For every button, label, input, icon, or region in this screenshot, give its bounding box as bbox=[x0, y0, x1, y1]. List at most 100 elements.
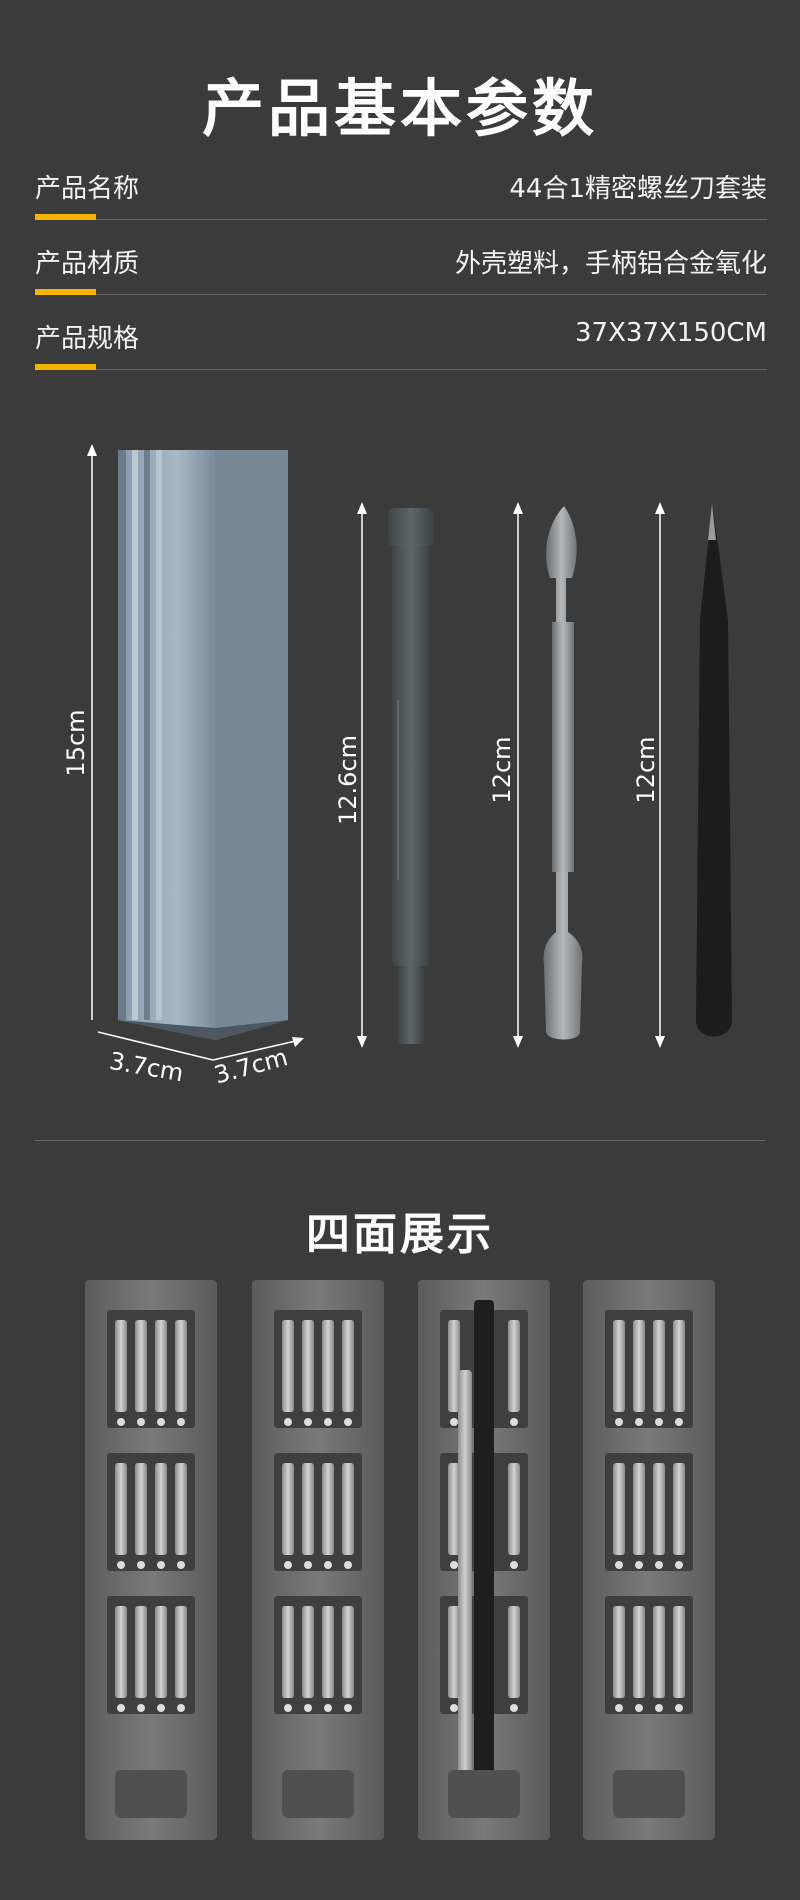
bit-symbol bbox=[450, 1418, 458, 1426]
bit-symbol bbox=[635, 1561, 643, 1569]
spec-row-size: 产品规格 37X37X150CM bbox=[35, 318, 767, 394]
screwdriver-bit bbox=[342, 1606, 354, 1698]
tweezers-slot bbox=[474, 1300, 494, 1800]
bit-symbol bbox=[635, 1704, 643, 1712]
screwdriver-length-label: 12.6cm bbox=[334, 735, 362, 825]
bit-symbol bbox=[344, 1418, 352, 1426]
bit-tray bbox=[605, 1310, 693, 1428]
spudger-slot bbox=[458, 1370, 472, 1790]
screwdriver-bit bbox=[302, 1606, 314, 1698]
bit-tray bbox=[605, 1596, 693, 1714]
section-title: 四面展示 bbox=[306, 1209, 494, 1260]
screwdriver-bit bbox=[448, 1606, 460, 1698]
bit-symbol bbox=[304, 1418, 312, 1426]
bit-symbol bbox=[304, 1561, 312, 1569]
spudger-illustration bbox=[543, 506, 583, 1040]
spudger-length-label: 12cm bbox=[488, 736, 516, 803]
product-dimension-illustration: 15cm 3.7cm 3.7cm 12.6cm 12cm 12 bbox=[62, 444, 732, 1089]
bit-symbol bbox=[137, 1418, 145, 1426]
page-title: 产品基本参数 bbox=[201, 72, 598, 145]
spec-label: 产品规格 bbox=[35, 324, 140, 354]
case-face-1 bbox=[85, 1280, 217, 1840]
bit-symbol bbox=[157, 1418, 165, 1426]
sides-container bbox=[85, 1280, 715, 1840]
screwdriver-bit bbox=[508, 1606, 520, 1698]
bit-symbol bbox=[117, 1418, 125, 1426]
case-face-4 bbox=[583, 1280, 715, 1840]
screwdriver-bit bbox=[282, 1463, 294, 1555]
screwdriver-bit bbox=[282, 1320, 294, 1412]
screwdriver-bit bbox=[155, 1463, 167, 1555]
case-width-label-b: 3.7cm bbox=[211, 1043, 290, 1089]
bit-symbol bbox=[117, 1704, 125, 1712]
bit-symbol bbox=[675, 1418, 683, 1426]
bit-symbol bbox=[324, 1418, 332, 1426]
bit-symbol bbox=[117, 1561, 125, 1569]
case-width-label-a: 3.7cm bbox=[107, 1047, 185, 1088]
case-base bbox=[115, 1770, 187, 1818]
bit-symbol bbox=[284, 1561, 292, 1569]
bit-symbol bbox=[137, 1561, 145, 1569]
screwdriver-bit bbox=[322, 1606, 334, 1698]
screwdriver-bit bbox=[613, 1463, 625, 1555]
bit-tray bbox=[107, 1453, 195, 1571]
bit-tray bbox=[274, 1310, 362, 1428]
case-height-label: 15cm bbox=[62, 709, 90, 776]
bit-symbol bbox=[510, 1704, 518, 1712]
bit-symbol bbox=[655, 1704, 663, 1712]
screwdriver-bit bbox=[175, 1606, 187, 1698]
bit-symbol bbox=[615, 1704, 623, 1712]
bit-symbol bbox=[344, 1704, 352, 1712]
bit-symbol bbox=[324, 1704, 332, 1712]
bit-symbol bbox=[157, 1561, 165, 1569]
bit-symbol bbox=[615, 1418, 623, 1426]
screwdriver-bit bbox=[508, 1463, 520, 1555]
screwdriver-bit bbox=[448, 1463, 460, 1555]
four-sides-illustration bbox=[85, 1280, 715, 1840]
divider bbox=[35, 369, 767, 370]
screwdriver-bit bbox=[342, 1320, 354, 1412]
case-illustration bbox=[118, 450, 288, 1040]
bit-tray bbox=[605, 1453, 693, 1571]
bit-tray bbox=[107, 1596, 195, 1714]
spudger-length-arrow bbox=[513, 502, 523, 1048]
screwdriver-bit bbox=[342, 1463, 354, 1555]
screwdriver-bit bbox=[322, 1463, 334, 1555]
tweezers-length-label: 12cm bbox=[632, 736, 660, 803]
bit-symbol bbox=[510, 1561, 518, 1569]
tweezers-illustration bbox=[696, 504, 732, 1037]
spec-value: 外壳塑料，手柄铝合金氧化 bbox=[454, 249, 767, 279]
screwdriver-bit bbox=[633, 1463, 645, 1555]
section-divider bbox=[35, 1140, 765, 1141]
screwdriver-illustration bbox=[388, 508, 434, 1044]
screwdriver-bit bbox=[653, 1606, 665, 1698]
screwdriver-bit bbox=[673, 1606, 685, 1698]
accent-bar bbox=[35, 364, 96, 370]
screwdriver-bit bbox=[115, 1320, 127, 1412]
bit-symbol bbox=[635, 1418, 643, 1426]
bit-symbol bbox=[304, 1704, 312, 1712]
screwdriver-bit bbox=[282, 1606, 294, 1698]
bit-symbol bbox=[177, 1418, 185, 1426]
screwdriver-bit bbox=[322, 1320, 334, 1412]
bit-symbol bbox=[177, 1704, 185, 1712]
bit-symbol bbox=[655, 1561, 663, 1569]
screwdriver-bit bbox=[673, 1463, 685, 1555]
spec-value: 44合1精密螺丝刀套装 bbox=[509, 174, 767, 204]
bit-symbol bbox=[157, 1704, 165, 1712]
bit-symbol bbox=[510, 1418, 518, 1426]
accent-bar bbox=[35, 214, 96, 220]
screwdriver-bit bbox=[155, 1320, 167, 1412]
bit-symbol bbox=[284, 1418, 292, 1426]
spec-value: 37X37X150CM bbox=[574, 318, 767, 348]
accent-bar bbox=[35, 289, 96, 295]
screwdriver-bit bbox=[448, 1320, 460, 1412]
screwdriver-bit bbox=[135, 1463, 147, 1555]
case-base bbox=[282, 1770, 354, 1818]
screwdriver-bit bbox=[155, 1606, 167, 1698]
case-face-3 bbox=[418, 1280, 550, 1840]
case-width-arrows bbox=[97, 1031, 304, 1061]
bit-tray bbox=[274, 1453, 362, 1571]
bit-symbol bbox=[450, 1561, 458, 1569]
tweezers-length-arrow bbox=[655, 502, 665, 1048]
